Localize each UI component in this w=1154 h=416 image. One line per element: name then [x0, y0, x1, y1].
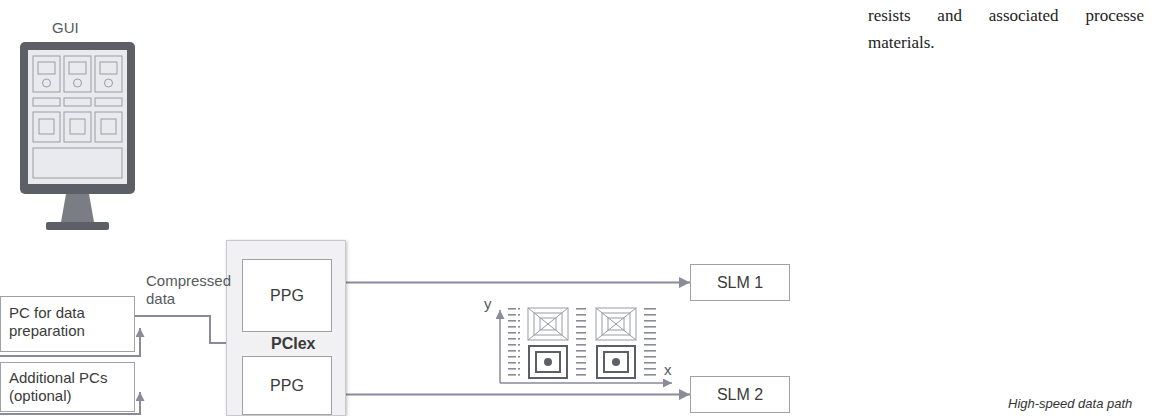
- axis-label: x: [664, 358, 678, 382]
- interface-board: PCIexPPGPPG: [226, 240, 346, 416]
- computer-box: PC for data preparation: [0, 296, 135, 352]
- box-text: PC for data preparation: [9, 304, 126, 340]
- pattern-generator-box: PPG: [242, 356, 332, 415]
- box-text: PCIex: [271, 334, 341, 353]
- monitor-icon: [20, 42, 135, 230]
- screen-label: GUI: [52, 16, 112, 40]
- box-text: Additional PCs (optional): [9, 369, 126, 405]
- data-connector: [332, 282, 690, 284]
- box-text: SLM 1: [695, 273, 785, 292]
- axis-label: y: [484, 292, 498, 316]
- computer-box: Additional PCs (optional): [0, 362, 135, 412]
- exposure-pattern: [500, 308, 672, 383]
- data-connector: [332, 394, 690, 396]
- modulator-box: SLM 2: [690, 376, 790, 413]
- modulator-box: SLM 1: [690, 264, 790, 301]
- pattern-generator-box: PPG: [242, 259, 332, 332]
- box-text: PPG: [247, 286, 327, 305]
- box-text: SLM 2: [695, 385, 785, 404]
- body-text: resists and associated processe material…: [868, 2, 1144, 56]
- figure-caption: High-speed data path: [1008, 396, 1132, 411]
- connector-label: Compressed data: [146, 272, 208, 308]
- box-text: PPG: [247, 376, 327, 395]
